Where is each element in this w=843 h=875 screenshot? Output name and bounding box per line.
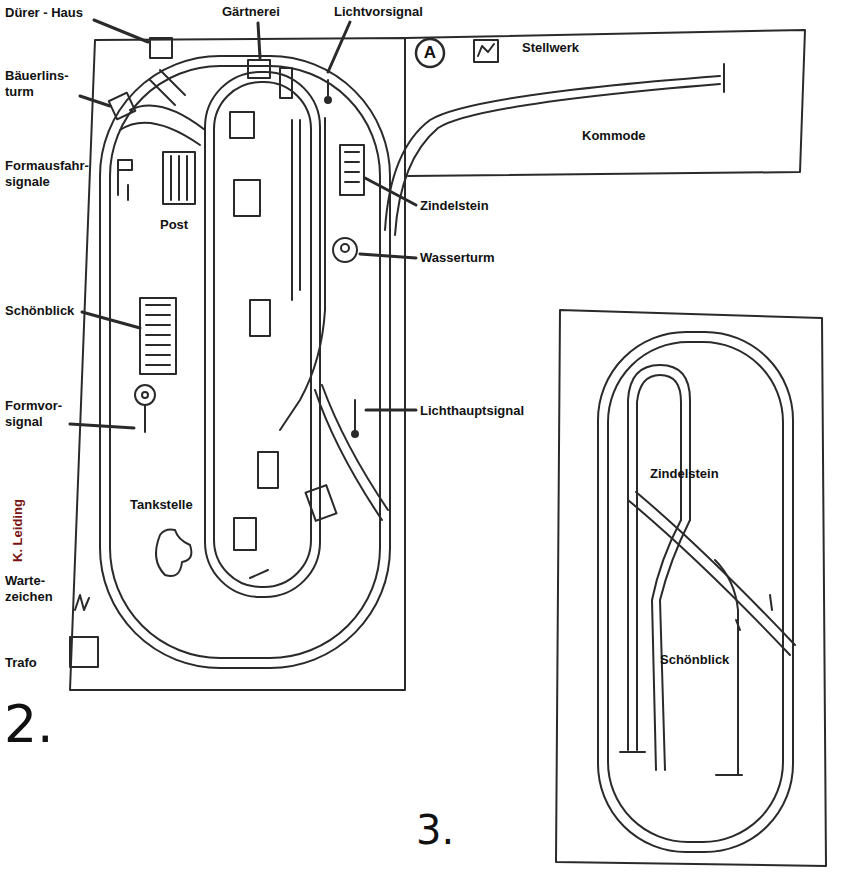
station-label: Schönblick bbox=[660, 652, 729, 668]
building-label: Post bbox=[160, 217, 188, 233]
device-label: Trafo bbox=[5, 655, 37, 671]
circle-letter: A bbox=[424, 43, 436, 63]
signal-label: Formausfahr- signale bbox=[5, 158, 99, 190]
station-label: Schönblick bbox=[5, 303, 74, 319]
station-label: Zindelstein bbox=[420, 198, 489, 214]
signal-label: Lichthauptsignal bbox=[420, 403, 524, 419]
circle-marker: A bbox=[414, 37, 446, 69]
furniture-label: Kommode bbox=[582, 128, 646, 144]
figure-number: 3. bbox=[416, 806, 454, 854]
building-label: Wasserturm bbox=[420, 250, 495, 266]
author-name: K. Leiding bbox=[10, 499, 26, 562]
signal-label: Formvor- signal bbox=[5, 398, 71, 430]
signal-label: Lichtvorsignal bbox=[334, 4, 423, 20]
station-label: Zindelstein bbox=[650, 466, 719, 482]
building-label: Bäuerlins- turm bbox=[5, 68, 83, 100]
building-label: Dürer - Haus bbox=[5, 5, 83, 21]
signal-label: Warte- zeichen bbox=[5, 573, 67, 605]
building-label: Tankstelle bbox=[130, 497, 193, 513]
building-label: Gärtnerei bbox=[222, 4, 280, 20]
building-label: Stellwerk bbox=[522, 40, 579, 56]
figure-number: 2. bbox=[4, 694, 54, 754]
